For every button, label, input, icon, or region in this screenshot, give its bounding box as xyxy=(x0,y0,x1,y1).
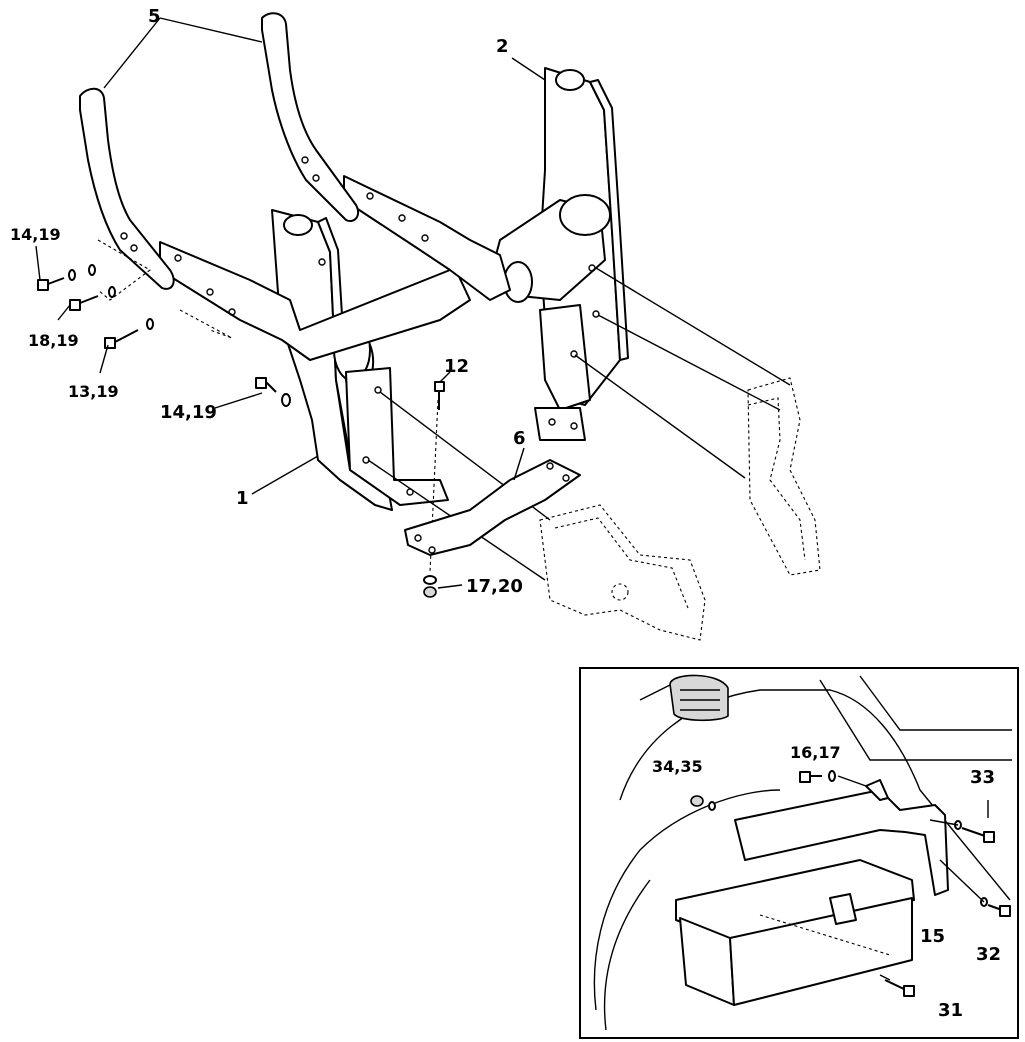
headlight-icon xyxy=(669,674,729,722)
front-bracket-right xyxy=(491,67,629,441)
cross-beam xyxy=(159,175,511,361)
callout-15: 15 xyxy=(920,926,945,947)
bolt-31 xyxy=(884,979,915,997)
bolt-14-19-lower xyxy=(255,377,291,407)
callout-32: 32 xyxy=(976,944,1001,965)
callout-34-35: 34,35 xyxy=(652,757,703,776)
bracket-top-socket-right xyxy=(555,69,585,91)
front-bracket-left xyxy=(271,209,449,511)
callout-14-19-upper: 14,19 xyxy=(10,225,61,244)
bolt-16-17 xyxy=(799,770,836,783)
callout-1: 1 xyxy=(236,488,249,509)
bolt-12 xyxy=(434,381,445,410)
callout-33: 33 xyxy=(970,767,995,788)
callout-14-19-lower: 14,19 xyxy=(160,402,217,423)
side-arms xyxy=(79,12,360,290)
base-plate xyxy=(404,459,581,556)
callout-17-20: 17,20 xyxy=(466,576,523,597)
callout-labels: 5 2 14,19 18,19 13,19 14,19 12 6 1 17,20 xyxy=(10,6,526,597)
nut-17-20 xyxy=(423,575,437,598)
callout-12: 12 xyxy=(444,356,469,377)
callout-2: 2 xyxy=(496,36,509,57)
toolbox-icon xyxy=(675,859,915,1006)
nut-34-35 xyxy=(690,795,716,811)
bolt-14-19-upper xyxy=(37,264,96,291)
callout-6: 6 xyxy=(513,428,526,449)
toolbox-inset: 34,35 16,17 33 15 32 31 xyxy=(579,667,1019,1039)
callout-31: 31 xyxy=(938,1000,963,1021)
callout-leaders xyxy=(35,17,546,589)
callout-18-19: 18,19 xyxy=(28,331,79,350)
bracket-top-socket-left xyxy=(283,214,313,236)
callout-16-17: 16,17 xyxy=(790,743,841,762)
tyre-outline xyxy=(593,789,781,1011)
bolt-18-19 xyxy=(69,286,116,311)
phantom-frame-right xyxy=(539,377,821,641)
callout-5: 5 xyxy=(148,6,161,27)
bolt-13-19 xyxy=(104,318,154,349)
callout-13-19: 13,19 xyxy=(68,382,119,401)
fasteners xyxy=(37,264,445,598)
